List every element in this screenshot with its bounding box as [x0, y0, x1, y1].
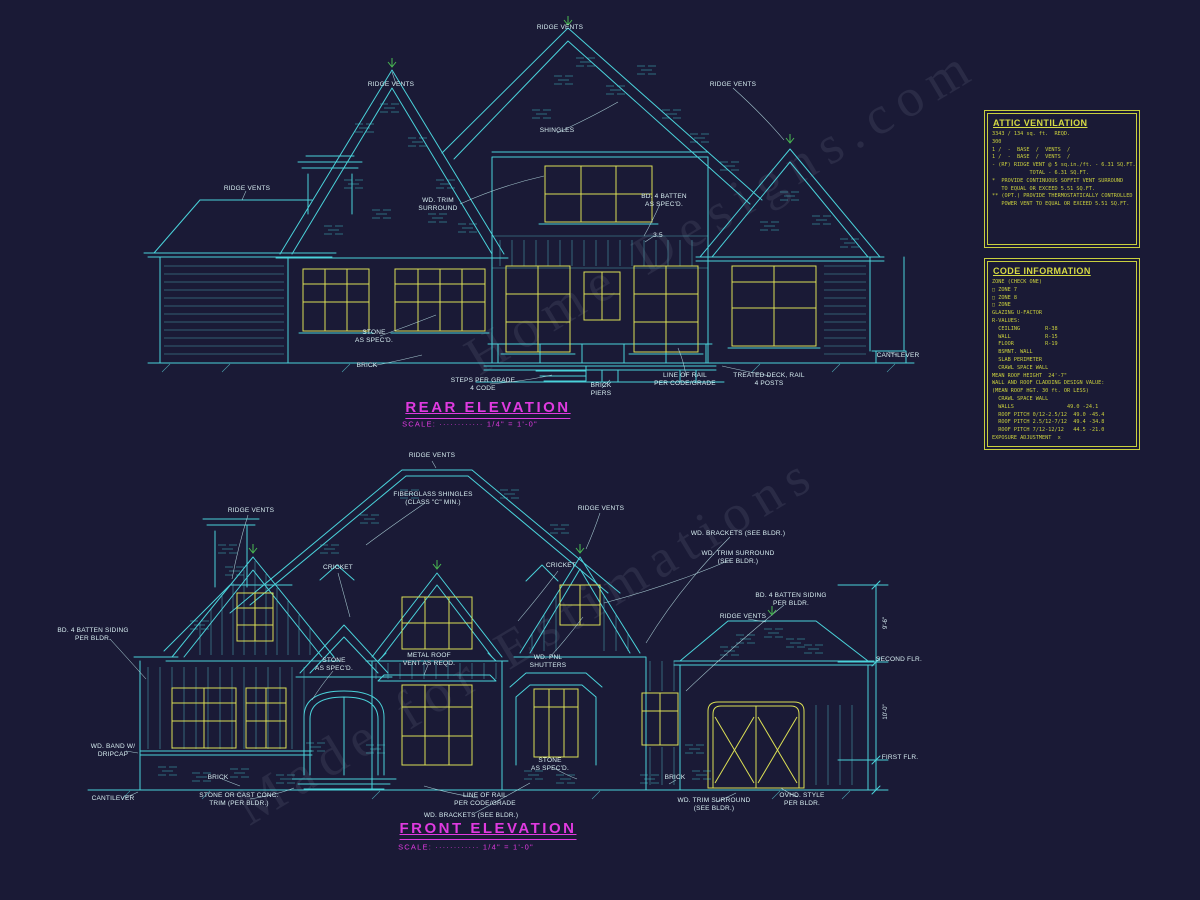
rear-elevation-title: REAR ELEVATION — [405, 399, 571, 419]
panel-text-line: 3343 / 134 sq. ft. REQD. — [992, 131, 1071, 137]
rear-elevation-scale: SCALE: ············ 1/4" = 1'-0" — [402, 419, 538, 429]
label-front-cricket-left: CRICKET — [323, 563, 353, 571]
label-rear-steps: STEPS PER GRADE 4 CODE — [450, 376, 516, 392]
rear-siding-lines — [161, 235, 896, 373]
panel-text-line: TOTAL - 6.31 SQ.FT. — [992, 169, 1089, 176]
label-rear-brick: BRICK — [356, 361, 378, 369]
label-rear-ridge-vents-top: RIDGE VENTS — [536, 23, 584, 31]
panel-text-line: WALL AND ROOF CLADDING DESIGN VALUE: — [992, 380, 1105, 387]
label-front-second-flr: SECOND FLR. — [876, 655, 922, 663]
front-elevation-drawing — [87, 460, 889, 814]
label-front-bd-batten-right: BD. 4 BATTEN SIDING PER BLDR. — [755, 591, 827, 607]
label-front-wd-trim-lower: WD. TRIM SURROUND (SEE BLDR.) — [677, 796, 751, 812]
label-rear-dim-note: 3.5 — [653, 231, 663, 239]
panel-text-line: TO EQUAL OR EXCEED 5.51 SQ.FT. — [992, 185, 1096, 192]
label-front-fiberglass: FIBERGLASS SHINGLES (CLASS "C" MIN.) — [393, 490, 473, 506]
panel-text-line: GLAZING U-FACTOR — [992, 310, 1042, 317]
label-front-line-of-rail: LINE OF RAIL PER CODE/GRADE — [454, 791, 516, 807]
dim-second-floor-height: 9'-6" — [883, 617, 889, 629]
label-front-cricket-right: CRICKET — [546, 561, 576, 569]
panel-text-line: 1 / - BASE / VENTS / — [992, 146, 1071, 153]
rear-windows — [302, 165, 817, 353]
panel-text-line: □ ZONE 8 — [992, 294, 1017, 301]
code-information-panel-inner: CODE INFORMATION ZONE (CHECK ONE) □ ZONE… — [987, 261, 1137, 447]
label-front-wd-band: WD. BAND W/ DRIPCAP — [90, 742, 136, 758]
attic-ventilation-panel: ATTIC VENTILATION 3343 / 134 sq. ft. REQ… — [984, 110, 1140, 248]
rear-leader-lines — [241, 71, 898, 389]
label-front-ridge-vents-mid: RIDGE VENTS — [577, 504, 625, 512]
label-front-metal-roof-vent: METAL ROOF VENT AS REQD. — [402, 651, 456, 667]
panel-text-line: ZONE (CHECK ONE) — [992, 279, 1042, 285]
front-elevation-scale: SCALE: ············ 1/4" = 1'-0" — [398, 842, 534, 852]
label-front-brick-left: BRICK — [207, 773, 229, 781]
dim-first-floor-height: 10'-0" — [883, 704, 889, 720]
label-front-stone-bay: STONE AS SPEC'D. — [531, 756, 569, 772]
label-front-first-flr: FIRST FLR. — [881, 753, 919, 761]
label-rear-bd-batten: BD. 4 BATTEN AS SPEC'D. — [641, 192, 687, 208]
rear-ridge-vent-marks — [387, 16, 795, 144]
panel-text-line: CRAWL SPACE WALL — [992, 364, 1049, 371]
label-front-brick-right: BRICK — [664, 773, 686, 781]
panel-text-line: CRAWL SPACE WALL — [992, 395, 1049, 402]
panel-text-line: SLAB PERIMETER — [992, 356, 1042, 363]
attic-ventilation-panel-inner: ATTIC VENTILATION 3343 / 134 sq. ft. REQ… — [987, 113, 1137, 245]
panel-text-line: □ ZONE 7 — [992, 286, 1017, 293]
label-rear-ridge-vents-right: RIDGE VENTS — [709, 80, 757, 88]
front-windows — [171, 584, 805, 789]
label-front-wd-pnl-shutters: WD. PNL SHUTTERS — [529, 653, 567, 669]
front-elevation-title: FRONT ELEVATION — [399, 820, 577, 840]
label-front-stone-cast-trim: STONE OR CAST CONC. TRIM (PER BLDR.) — [199, 791, 279, 807]
front-batten-lines — [121, 561, 853, 800]
label-rear-treated-deck: TREATED DECK, RAIL 4 POSTS — [733, 371, 805, 387]
label-front-wd-trim-upper: WD. TRIM SURROUND (SEE BLDR.) — [701, 549, 775, 565]
front-structure-lines — [87, 469, 889, 795]
label-rear-ridge-vents-left: RIDGE VENTS — [367, 80, 415, 88]
panel-text-line: □ ZONE — [992, 302, 1011, 309]
panel-text-line: POWER VENT TO EQUAL OR EXCEED 5.51 SQ.FT… — [992, 201, 1130, 208]
panel-text-line: WALLS 49.0 -24.1 — [992, 403, 1099, 410]
front-leader-lines — [109, 460, 799, 814]
panel-text-line: (MEAN ROOF HGT. 30 ft. OR LESS) — [992, 388, 1089, 395]
label-front-ridge-vents-garage: RIDGE VENTS — [719, 612, 767, 620]
garage-door — [707, 701, 805, 789]
panel-text-line: EXPOSURE ADJUSTMENT x — [992, 434, 1061, 441]
panel-text-line: 300 — [992, 138, 1002, 145]
label-rear-line-of-rail: LINE OF RAIL PER CODE/GRADE — [654, 371, 716, 387]
label-rear-stone: STONE AS SPEC'D. — [355, 328, 393, 344]
rear-elevation-drawing — [143, 16, 915, 389]
panel-text-line: WALL R-15 — [992, 333, 1058, 340]
panel-text-line: ROOF PITCH 0/12-2.5/12 49.0 -45.4 — [992, 411, 1105, 418]
code-information-panel: CODE INFORMATION ZONE (CHECK ONE) □ ZONE… — [984, 258, 1140, 450]
panel-text-line: R-VALUES: — [992, 317, 1021, 324]
label-front-ovhd-style: OVHD. STYLE PER BLDR. — [779, 791, 825, 807]
panel-text-line: FLOOR R-19 — [992, 341, 1058, 348]
label-rear-brick-piers: BRICK PIERS — [590, 381, 612, 397]
panel-text-line: 1 / - BASE / VENTS / — [992, 154, 1071, 161]
label-front-bd-batten-left: BD. 4 BATTEN SIDING PER BLDR. — [57, 626, 129, 642]
attic-ventilation-title: ATTIC VENTILATION — [993, 118, 1088, 128]
label-front-ridge-vents-left: RIDGE VENTS — [227, 506, 275, 514]
rear-structure-lines — [143, 27, 915, 383]
label-front-stone-entry: STONE AS SPEC'D. — [315, 656, 353, 672]
label-front-cantilever: CANTILEVER — [91, 794, 135, 802]
label-front-wd-brackets-upper: WD. BRACKETS (SEE BLDR.) — [690, 529, 786, 537]
panel-text-line: BSMNT. WALL — [992, 349, 1033, 356]
panel-text-line: ** (OPT.) PROVIDE THERMOSTATICALLY CONTR… — [992, 193, 1133, 200]
label-front-wd-brackets-lower: WD. BRACKETS (SEE BLDR.) — [423, 811, 519, 819]
label-rear-shingles: SHINGLES — [539, 126, 575, 134]
panel-text-line: ROOF PITCH 2.5/12-7/12 49.4 -34.8 — [992, 419, 1105, 426]
panel-text-line: ROOF PITCH 7/12-12/12 44.5 -21.0 — [992, 427, 1105, 434]
code-information-title: CODE INFORMATION — [993, 266, 1091, 276]
label-rear-cantilever: CANTILEVER — [876, 351, 920, 359]
label-rear-ridge-vents-far-left: RIDGE VENTS — [223, 184, 271, 192]
label-front-ridge-vents-top: RIDGE VENTS — [408, 451, 456, 459]
panel-text-line: - (RF) RIDGE VENT @ 5 sq.in./ft. - 6.31 … — [992, 162, 1136, 169]
panel-text-line: CEILING R-38 — [992, 325, 1058, 332]
panel-text-line: MEAN ROOF HEIGHT 24'-7" — [992, 372, 1067, 379]
panel-text-line: * PROVIDE CONTINUOUS SOFFIT VENT SURROUN… — [992, 177, 1124, 184]
front-ridge-vent-marks — [248, 544, 777, 616]
label-rear-wd-trim-surround: WD. TRIM SURROUND — [418, 196, 458, 212]
